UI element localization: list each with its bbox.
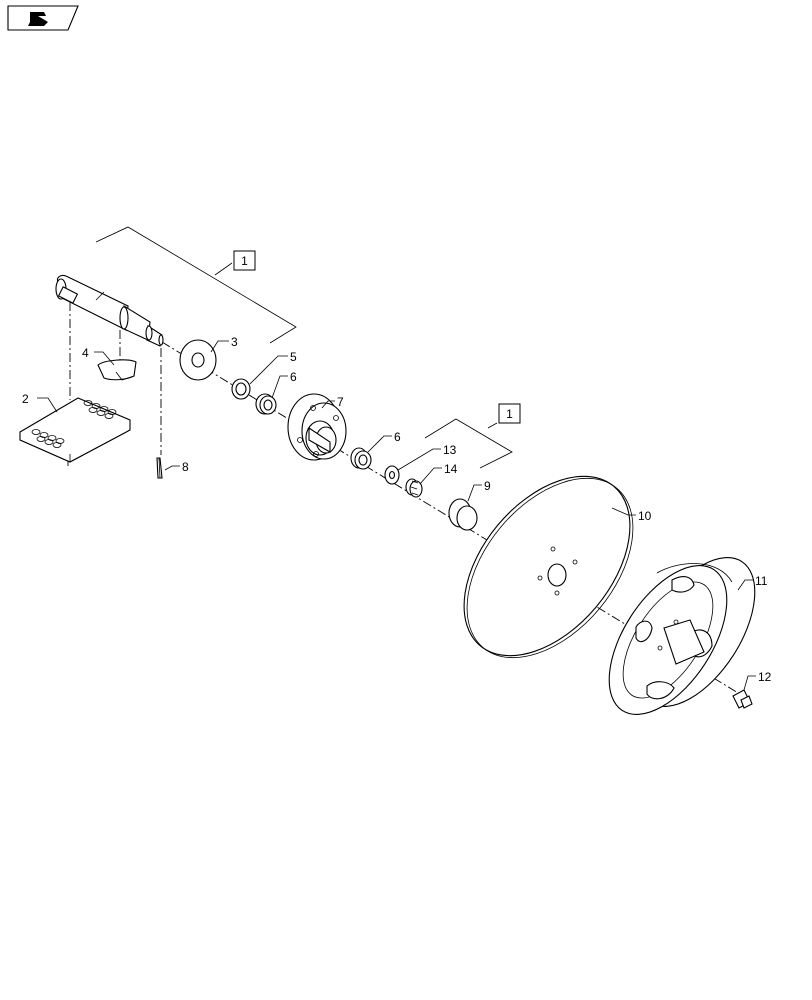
group-bracket-middle [424, 418, 513, 469]
callout-box-1-middle[interactable]: 1 [498, 403, 521, 424]
hub-part [287, 393, 347, 461]
callout-13[interactable]: 13 [443, 443, 457, 457]
callout-11[interactable]: 11 [755, 574, 768, 588]
bolt-part [732, 689, 753, 709]
snap-ring-part [231, 378, 251, 400]
shaft-part [55, 274, 164, 347]
callout-7[interactable]: 7 [337, 395, 344, 409]
callout-6-second[interactable]: 6 [394, 430, 401, 444]
pin-part [156, 457, 163, 479]
callout-box-1-top[interactable]: 1 [233, 250, 256, 271]
group-bracket-top [95, 226, 297, 344]
part-callouts: 2 3 4 5 6 7 8 6 13 14 9 10 11 12 [22, 335, 772, 684]
wheel-part [608, 557, 756, 715]
bearing-part-1 [255, 393, 277, 415]
washer-small-part [384, 465, 400, 485]
castle-nut-part [405, 478, 423, 498]
callout-4[interactable]: 4 [82, 346, 89, 360]
callout-10[interactable]: 10 [638, 509, 652, 523]
callout-6-first[interactable]: 6 [290, 370, 297, 384]
bearing-part-2 [350, 447, 372, 470]
callout-1-top-label: 1 [241, 254, 248, 268]
hub-cap-part [448, 498, 478, 531]
disc-part [463, 475, 634, 659]
callout-8[interactable]: 8 [182, 460, 189, 474]
washer-part [179, 339, 217, 381]
callout-3[interactable]: 3 [231, 335, 238, 349]
callout-2[interactable]: 2 [22, 392, 29, 406]
callout-12[interactable]: 12 [758, 670, 772, 684]
callout-9[interactable]: 9 [484, 479, 491, 493]
clip-part [97, 359, 137, 381]
leader-lines [37, 340, 756, 691]
plate-part [19, 397, 131, 463]
callout-5[interactable]: 5 [290, 350, 297, 364]
navigation-arrow-icon[interactable] [7, 5, 79, 31]
callout-1-middle-label: 1 [506, 407, 513, 421]
callout-14[interactable]: 14 [444, 462, 458, 476]
